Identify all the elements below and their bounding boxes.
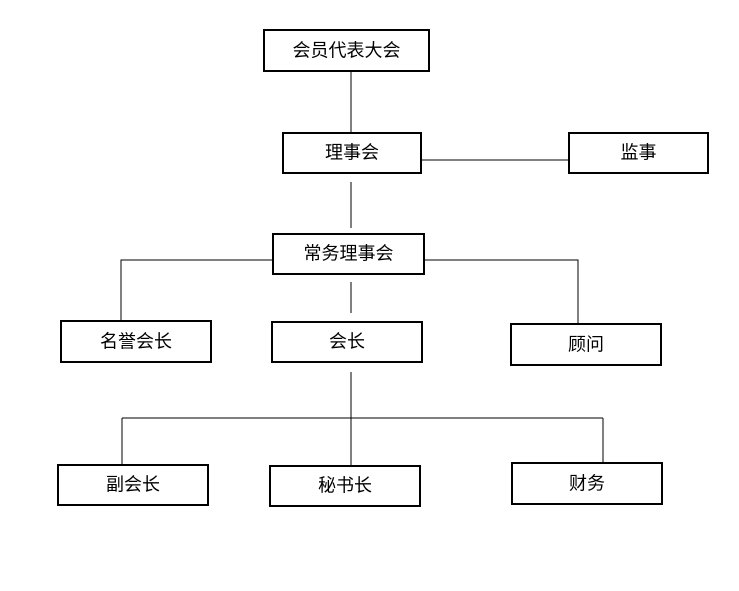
node-supervisor: 监事	[568, 132, 709, 174]
node-president-label: 会长	[329, 332, 365, 353]
node-honorary-president-label: 名誉会长	[100, 332, 172, 353]
node-advisor-label: 顾问	[568, 335, 604, 356]
node-finance: 财务	[511, 462, 663, 505]
node-standing-council-label: 常务理事会	[304, 244, 394, 265]
node-council: 理事会	[282, 132, 422, 174]
node-vice-president-label: 副会长	[106, 475, 160, 496]
node-finance-label: 财务	[569, 474, 605, 495]
node-secretary-general: 秘书长	[269, 465, 421, 507]
node-president: 会长	[271, 321, 423, 363]
node-advisor: 顾问	[510, 323, 662, 366]
node-secretary-general-label: 秘书长	[318, 476, 372, 497]
node-supervisor-label: 监事	[621, 143, 657, 164]
connector-standing-advisor	[424, 259, 579, 324]
node-standing-council: 常务理事会	[272, 233, 425, 275]
node-assembly-label: 会员代表大会	[293, 41, 401, 62]
node-assembly: 会员代表大会	[263, 29, 430, 72]
node-honorary-president: 名誉会长	[60, 320, 212, 363]
node-council-label: 理事会	[325, 143, 379, 164]
connector-standing-honorary	[120, 259, 273, 321]
node-vice-president: 副会长	[57, 464, 209, 506]
